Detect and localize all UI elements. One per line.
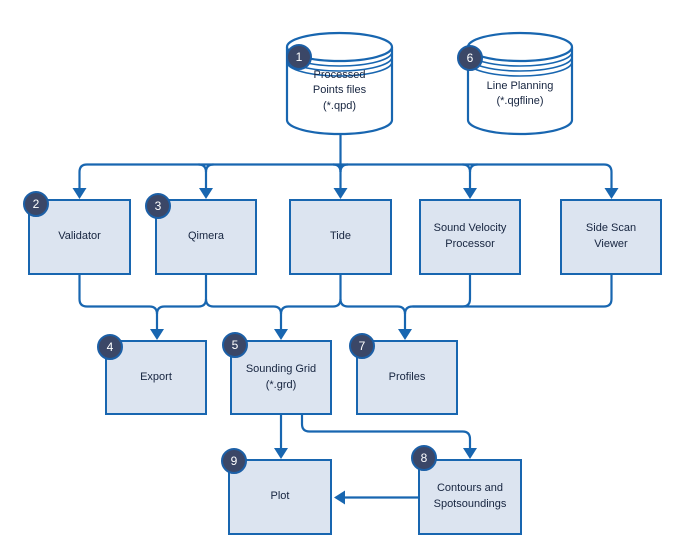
step-badge-profiles: 7 [349, 333, 375, 359]
step-badge-plot: 9 [221, 448, 247, 474]
node-contours-spotsoundings: Contours and Spotsoundings [418, 459, 522, 535]
node-sound-velocity-processor: Sound Velocity Processor [419, 199, 521, 275]
step-badge-qimera: 3 [145, 193, 171, 219]
node-tide: Tide [289, 199, 392, 275]
node-sounding-grid: Sounding Grid (*.grd) [230, 340, 332, 415]
node-profiles: Profiles [356, 340, 458, 415]
step-badge-validator: 2 [23, 191, 49, 217]
connector-edges [72, 134, 619, 505]
step-badge-line-planning: 6 [457, 45, 483, 71]
step-badge-export: 4 [97, 334, 123, 360]
step-badge-contours-spotsoundings: 8 [411, 445, 437, 471]
node-plot: Plot [228, 459, 332, 535]
node-processed-points-label: Processed Points files (*.qpd) [312, 69, 367, 112]
step-badge-sounding-grid: 5 [222, 332, 248, 358]
node-side-scan-viewer: Side Scan Viewer [560, 199, 662, 275]
cylinder-processed-points-shape [285, 31, 394, 136]
node-line-planning-label: Line Planning (*.qgfline) [486, 80, 554, 108]
step-badge-processed-points: 1 [286, 44, 312, 70]
node-export: Export [105, 340, 207, 415]
cylinder-line-planning-shape [466, 31, 574, 136]
node-qimera: Qimera [155, 199, 257, 275]
